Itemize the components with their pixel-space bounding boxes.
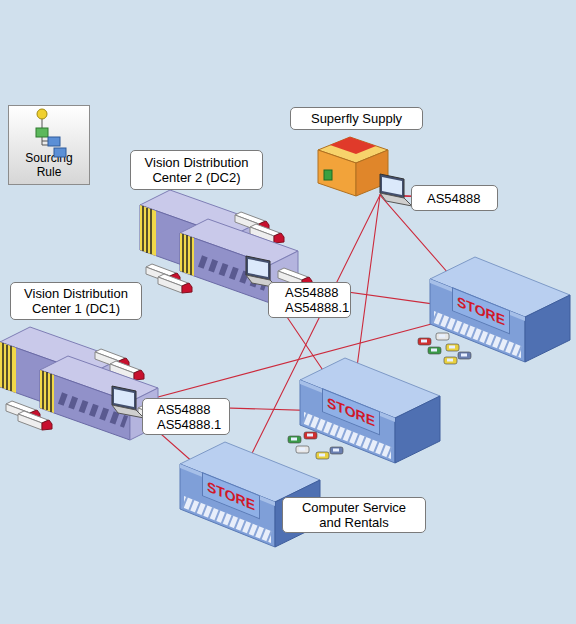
car (288, 436, 301, 443)
laptop (112, 386, 144, 418)
glyph-step (48, 137, 60, 146)
store (300, 358, 440, 463)
car (418, 338, 431, 345)
supply-line (354, 195, 411, 388)
node-text: AS54888.1 (157, 417, 229, 432)
node-text: AS54888 (427, 191, 497, 206)
car (316, 452, 329, 459)
node-text: Computer Service and Rentals (297, 500, 411, 530)
node-text: AS54888 (157, 402, 229, 417)
store-sign: STORE (202, 472, 260, 519)
sourcing-rule-glyph (36, 109, 66, 157)
facility-label: Superfly Supply (290, 107, 423, 130)
car (304, 432, 317, 439)
facility-label: Vision Distribution Center 2 (DC2) (130, 150, 263, 190)
supplier-building (318, 137, 388, 196)
supplier-front (318, 150, 356, 196)
supplier-door (324, 170, 332, 180)
store (430, 257, 570, 362)
node-text: AS54888.1 (285, 300, 350, 315)
node-text: Vision Distribution Center 2 (DC2) (139, 155, 254, 185)
sign-text: STORE (207, 478, 255, 513)
node-text: Superfly Supply (299, 111, 414, 126)
item-number-box: AS54888 (411, 185, 498, 211)
glyph-step (36, 128, 48, 137)
car (458, 352, 471, 359)
car (444, 357, 457, 364)
sign-text: STORE (457, 293, 505, 328)
facility-label: Vision Distribution Center 1 (DC1) (10, 282, 142, 320)
glyph-step (54, 148, 66, 157)
glyph-connector (42, 137, 54, 145)
node-text: AS54888 (285, 285, 350, 300)
glyph-start (37, 109, 47, 119)
store-sign: STORE (322, 388, 380, 435)
glyph-connector (42, 116, 43, 128)
car (446, 344, 459, 351)
rule-icon-box: Sourcing Rule (8, 105, 90, 185)
facility-label: Computer Service and Rentals (282, 497, 426, 533)
supplier-ridge (330, 137, 376, 154)
node-text: Sourcing Rule (19, 151, 79, 179)
car (428, 347, 441, 354)
sign-text: STORE (327, 394, 375, 429)
node-text: Vision Distribution Center 1 (DC1) (19, 286, 133, 316)
item-number-box: AS54888AS54888.1 (142, 398, 230, 435)
car (330, 447, 343, 454)
laptop (380, 174, 412, 206)
car (436, 333, 449, 340)
store-sign: STORE (452, 287, 510, 334)
car (296, 446, 309, 453)
item-number-box: AS54888AS54888.1 (268, 282, 351, 318)
